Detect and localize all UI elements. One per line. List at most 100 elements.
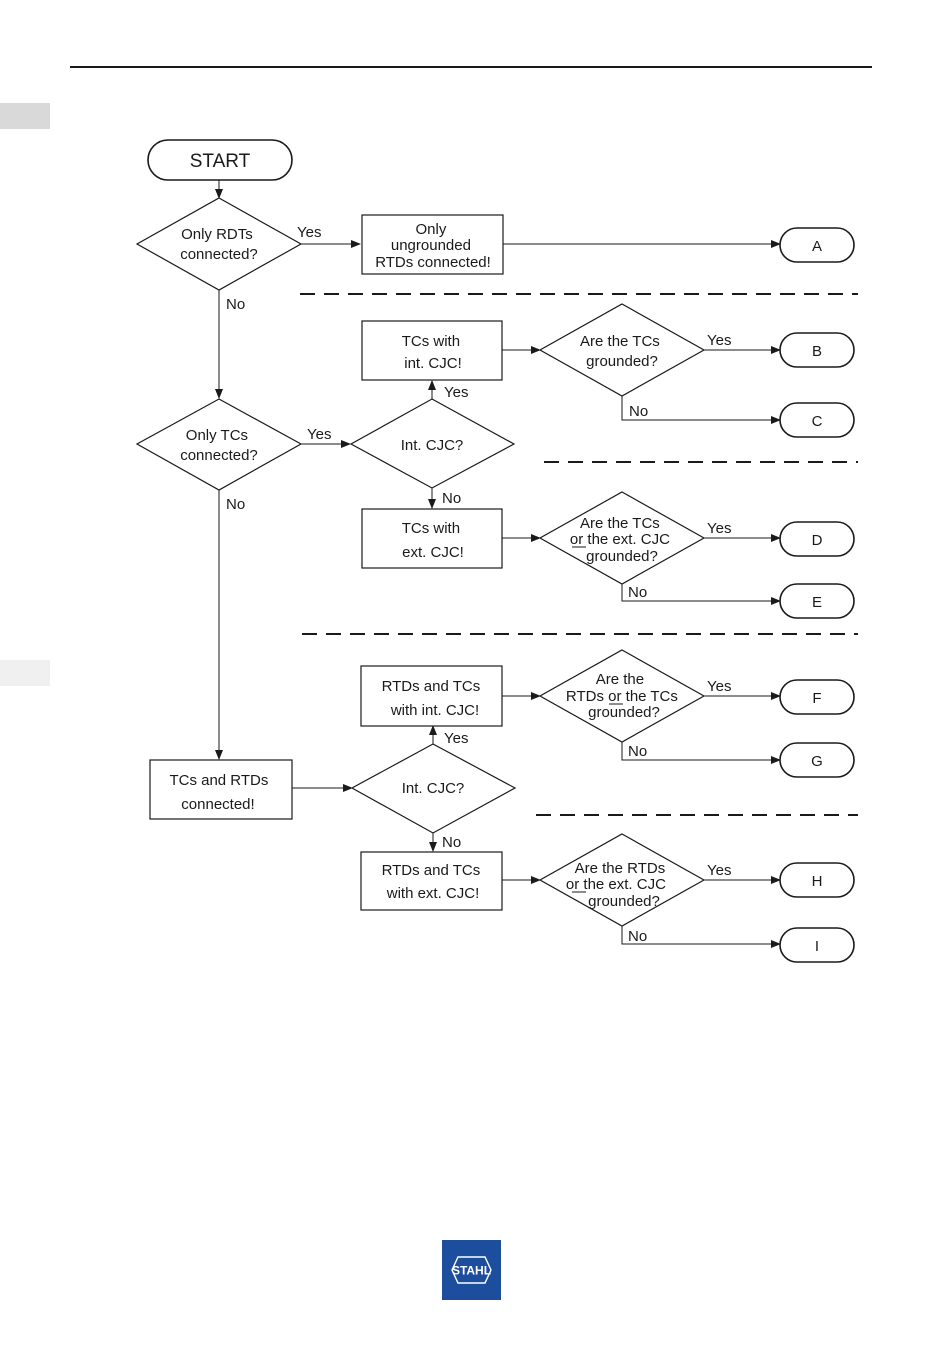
process-line: ext. CJC! bbox=[402, 544, 464, 561]
edge-labels: Yes No Yes No Yes No Yes No Yes No Yes N… bbox=[226, 224, 731, 945]
stahl-logo: STAHL bbox=[442, 1240, 501, 1300]
terminal-f: F bbox=[779, 679, 855, 715]
decision-rtds-or-tcs-grounded: Are the RTDs or the TCs grounded? bbox=[538, 649, 706, 743]
process-line: RTDs and TCs bbox=[382, 678, 481, 695]
decision-line: Are the TCs bbox=[580, 333, 660, 350]
yes-label: Yes bbox=[707, 862, 731, 879]
process-only-ungrounded: Only ungrounded RTDs connected! bbox=[361, 214, 504, 275]
no-label: No bbox=[628, 584, 647, 601]
svg-text:Are the RTDs or the TCs: Are the RTDs or the TCs grounded? bbox=[566, 671, 682, 721]
decision-tcs-grounded: Are the TCs grounded? bbox=[538, 303, 706, 397]
yes-label: Yes bbox=[444, 384, 468, 401]
decision-line: grounded? bbox=[586, 548, 658, 565]
terminal-b: B bbox=[779, 332, 855, 368]
decision-line: grounded? bbox=[586, 353, 658, 370]
start-terminator: START bbox=[147, 139, 293, 181]
terminal-label: E bbox=[812, 594, 822, 611]
svg-text:Only RDTs connected?: Only RDTs connected? bbox=[180, 226, 258, 263]
terminal-label: I bbox=[815, 938, 819, 955]
no-label: No bbox=[629, 403, 648, 420]
terminal-i: I bbox=[779, 927, 855, 963]
yes-label: Yes bbox=[707, 520, 731, 537]
decision-line: RTDs or the TCs bbox=[566, 688, 678, 705]
logo-text: STAHL bbox=[452, 1264, 491, 1278]
decision-line: Are the RTDs bbox=[575, 860, 666, 877]
decision-rtds-or-ext-grounded: Are the RTDs or the ext. CJC grounded? bbox=[538, 833, 706, 927]
terminal-label: D bbox=[812, 532, 823, 549]
no-label: No bbox=[442, 834, 461, 851]
process-tcs-ext-cjc: TCs with ext. CJC! bbox=[361, 508, 503, 569]
terminal-g: G bbox=[779, 742, 855, 778]
decision-line: connected? bbox=[180, 246, 258, 263]
svg-text:TCs and RTDs connected!: TCs and RTDs connected! bbox=[169, 772, 272, 813]
terminal-e: E bbox=[779, 583, 855, 619]
decision-only-tcs: Only TCs connected? bbox=[135, 398, 303, 491]
process-line: with int. CJC! bbox=[390, 702, 479, 719]
terminal-label: B bbox=[812, 343, 822, 360]
decision-line: or the ext. CJC bbox=[570, 531, 670, 548]
decision-int-cjc-2: Int. CJC? bbox=[350, 743, 517, 834]
decision-line: Only TCs bbox=[186, 427, 248, 444]
terminal-a: A bbox=[779, 227, 855, 263]
process-line: RTDs and TCs bbox=[382, 862, 481, 879]
decision-line: grounded? bbox=[588, 893, 660, 910]
decision-line: Are the TCs bbox=[580, 515, 660, 532]
terminal-d: D bbox=[779, 521, 855, 557]
process-line: with ext. CJC! bbox=[386, 885, 480, 902]
process-tcs-and-rtds: TCs and RTDs connected! bbox=[149, 759, 293, 820]
decision-line: grounded? bbox=[588, 704, 660, 721]
decision-line: or the ext. CJC bbox=[566, 876, 666, 893]
svg-text:Only ungrounded RT: Only ungrounded RTDs connected! bbox=[375, 221, 491, 271]
svg-text:Are the TCs grounded?: Are the TCs grounded? bbox=[580, 333, 664, 370]
yes-label: Yes bbox=[707, 332, 731, 349]
decision-line: Only RDTs bbox=[181, 226, 253, 243]
decision-line: Are the bbox=[596, 671, 644, 688]
start-label: START bbox=[190, 151, 251, 172]
svg-text:RTDs and TCs with int. C: RTDs and TCs with int. CJC! bbox=[382, 678, 485, 719]
decision-line: Int. CJC? bbox=[402, 780, 465, 797]
yes-label: Yes bbox=[297, 224, 321, 241]
process-line: Only bbox=[415, 221, 446, 238]
terminal-label: F bbox=[812, 690, 821, 707]
process-line: TCs with bbox=[402, 520, 460, 537]
svg-text:TCs with ext. CJC!: TCs with ext. CJC! bbox=[402, 520, 465, 561]
svg-text:RTDs and TCs with ext. C: RTDs and TCs with ext. CJC! bbox=[382, 862, 485, 902]
process-rtds-tcs-ext: RTDs and TCs with ext. CJC! bbox=[360, 851, 503, 911]
terminal-label: C bbox=[812, 413, 823, 430]
yes-label: Yes bbox=[307, 426, 331, 443]
yes-label: Yes bbox=[444, 730, 468, 747]
decision-int-cjc-1: Int. CJC? bbox=[349, 398, 516, 489]
chapter-tab-marker bbox=[0, 103, 50, 129]
terminal-h: H bbox=[779, 862, 855, 898]
terminal-label: G bbox=[811, 753, 823, 770]
no-label: No bbox=[628, 743, 647, 760]
yes-label: Yes bbox=[707, 678, 731, 695]
process-line: RTDs connected! bbox=[375, 254, 491, 271]
process-tcs-int-cjc: TCs with int. CJC! bbox=[361, 320, 503, 381]
process-line: TCs and RTDs bbox=[169, 772, 268, 789]
chapter-tab-marker-faint bbox=[0, 660, 50, 686]
process-line: int. CJC! bbox=[404, 355, 462, 372]
decision-line: Int. CJC? bbox=[401, 437, 464, 454]
svg-text:Are the TCs or the ext.: Are the TCs or the ext. CJC grounded? bbox=[570, 515, 674, 565]
no-label: No bbox=[226, 296, 245, 313]
no-label: No bbox=[226, 496, 245, 513]
terminal-c: C bbox=[779, 402, 855, 438]
terminal-label: A bbox=[812, 238, 822, 255]
decision-line: connected? bbox=[180, 447, 258, 464]
process-line: connected! bbox=[181, 796, 254, 813]
svg-text:TCs with int. CJC!: TCs with int. CJC! bbox=[402, 333, 465, 372]
terminal-label: H bbox=[812, 873, 823, 890]
decision-only-rdts: Only RDTs connected? bbox=[135, 197, 303, 291]
process-rtds-tcs-int: RTDs and TCs with int. CJC! bbox=[360, 665, 503, 727]
svg-text:Are the RTDs or the ext.: Are the RTDs or the ext. CJC grounded? bbox=[566, 860, 670, 910]
decision-tcs-or-ext-grounded: Are the TCs or the ext. CJC grounded? bbox=[538, 491, 706, 585]
process-line: ungrounded bbox=[391, 237, 471, 254]
no-label: No bbox=[442, 490, 461, 507]
no-label: No bbox=[628, 928, 647, 945]
svg-text:Only TCs connected?: Only TCs connected? bbox=[180, 427, 258, 464]
edges bbox=[215, 180, 781, 948]
process-line: TCs with bbox=[402, 333, 460, 350]
